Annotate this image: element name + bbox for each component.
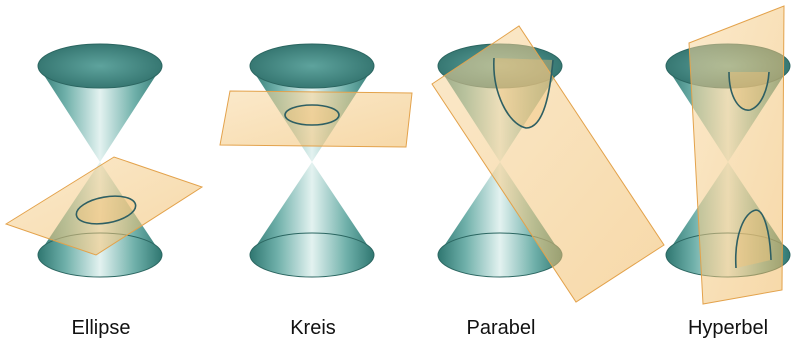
- label-ellipse: Ellipse: [71, 317, 131, 339]
- parabola-diagram: [431, 25, 665, 303]
- label-kreis: Kreis: [290, 317, 336, 339]
- hyperbola-diagram: [665, 5, 791, 305]
- cutting-plane: [219, 90, 413, 148]
- cutting-plane: [688, 5, 785, 305]
- cutting-plane: [431, 25, 665, 303]
- circle-curve: [284, 104, 340, 126]
- circle-diagram: [219, 43, 413, 278]
- hyperbola-lower-branch: [734, 209, 772, 269]
- cutting-plane: [4, 156, 204, 256]
- double-cone: [249, 43, 375, 278]
- ellipse-diagram: [4, 43, 204, 278]
- hyperbola-upper-branch: [728, 71, 770, 111]
- label-hyperbel: Hyperbel: [687, 317, 769, 339]
- label-parabel: Parabel: [466, 317, 536, 339]
- ellipse-curve: [75, 195, 137, 225]
- parabola-curve: [493, 57, 554, 129]
